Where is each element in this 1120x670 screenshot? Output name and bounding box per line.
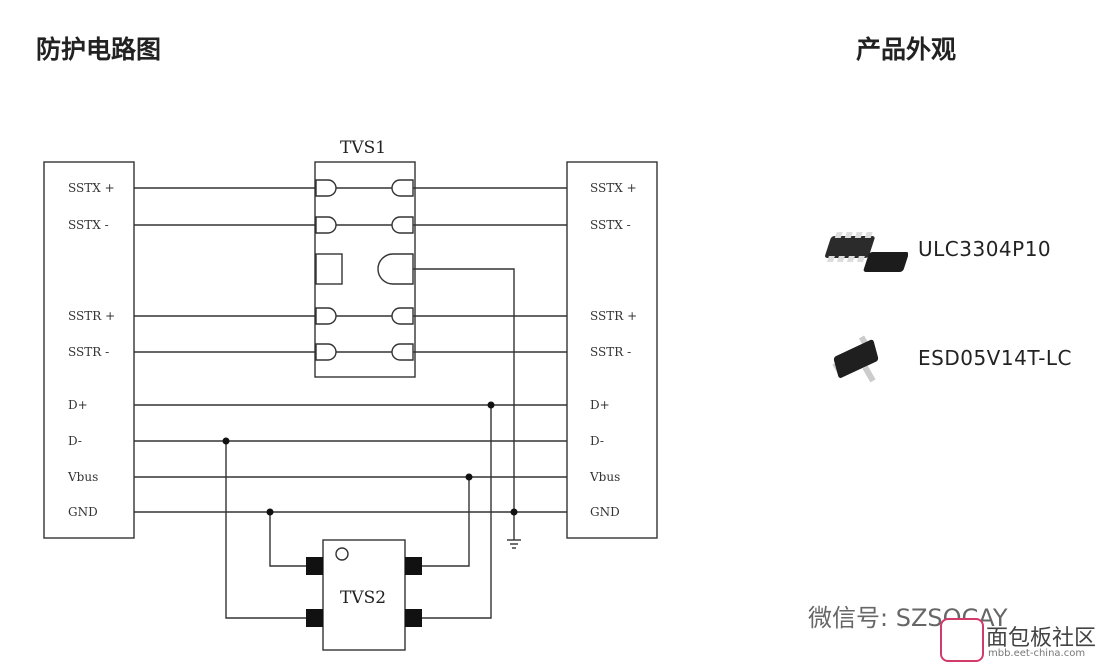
left-pin-label: SSTR + xyxy=(68,309,115,323)
left-pin-label: SSTX + xyxy=(68,181,115,195)
tvs1-label: TVS1 xyxy=(340,138,386,158)
left-pin-label: GND xyxy=(68,505,98,519)
right-pin-label: Vbus xyxy=(589,470,620,484)
site-url-watermark: mbb.eet-china.com xyxy=(988,648,1086,659)
sot-package-chip-icon xyxy=(832,335,879,383)
left-pin-label: D- xyxy=(68,434,82,448)
site-watermark: 面包板社区 xyxy=(986,626,1097,651)
tvs1-pads xyxy=(315,179,414,361)
right-pin-label: GND xyxy=(590,505,620,519)
site-logo-icon xyxy=(940,618,984,662)
left-pin-label: SSTR - xyxy=(68,345,109,359)
right-pin-label: SSTX + xyxy=(590,181,637,195)
circuit-heading: 防护电路图 xyxy=(36,35,162,64)
left-pin-label: Vbus xyxy=(67,470,98,484)
appearance-heading: 产品外观 xyxy=(856,35,957,64)
tvs2-box xyxy=(322,539,406,651)
dfn-package-chip-icon xyxy=(825,232,908,272)
right-pin-label: D- xyxy=(590,434,604,448)
right-connector xyxy=(566,161,658,539)
tvs2-label: TVS2 xyxy=(340,588,386,608)
product-name-esd05v14t-lc: ESD05V14T-LC xyxy=(918,346,1073,370)
left-pin-label: D+ xyxy=(68,398,88,412)
left-connector xyxy=(43,161,135,539)
right-pin-label: SSTR - xyxy=(590,345,631,359)
right-pin-label: D+ xyxy=(590,398,610,412)
product-name-ulc3304p10: ULC3304P10 xyxy=(918,237,1052,261)
right-pin-label: SSTR + xyxy=(590,309,637,323)
right-pin-label: SSTX - xyxy=(590,218,631,232)
left-pin-label: SSTX - xyxy=(68,218,109,232)
